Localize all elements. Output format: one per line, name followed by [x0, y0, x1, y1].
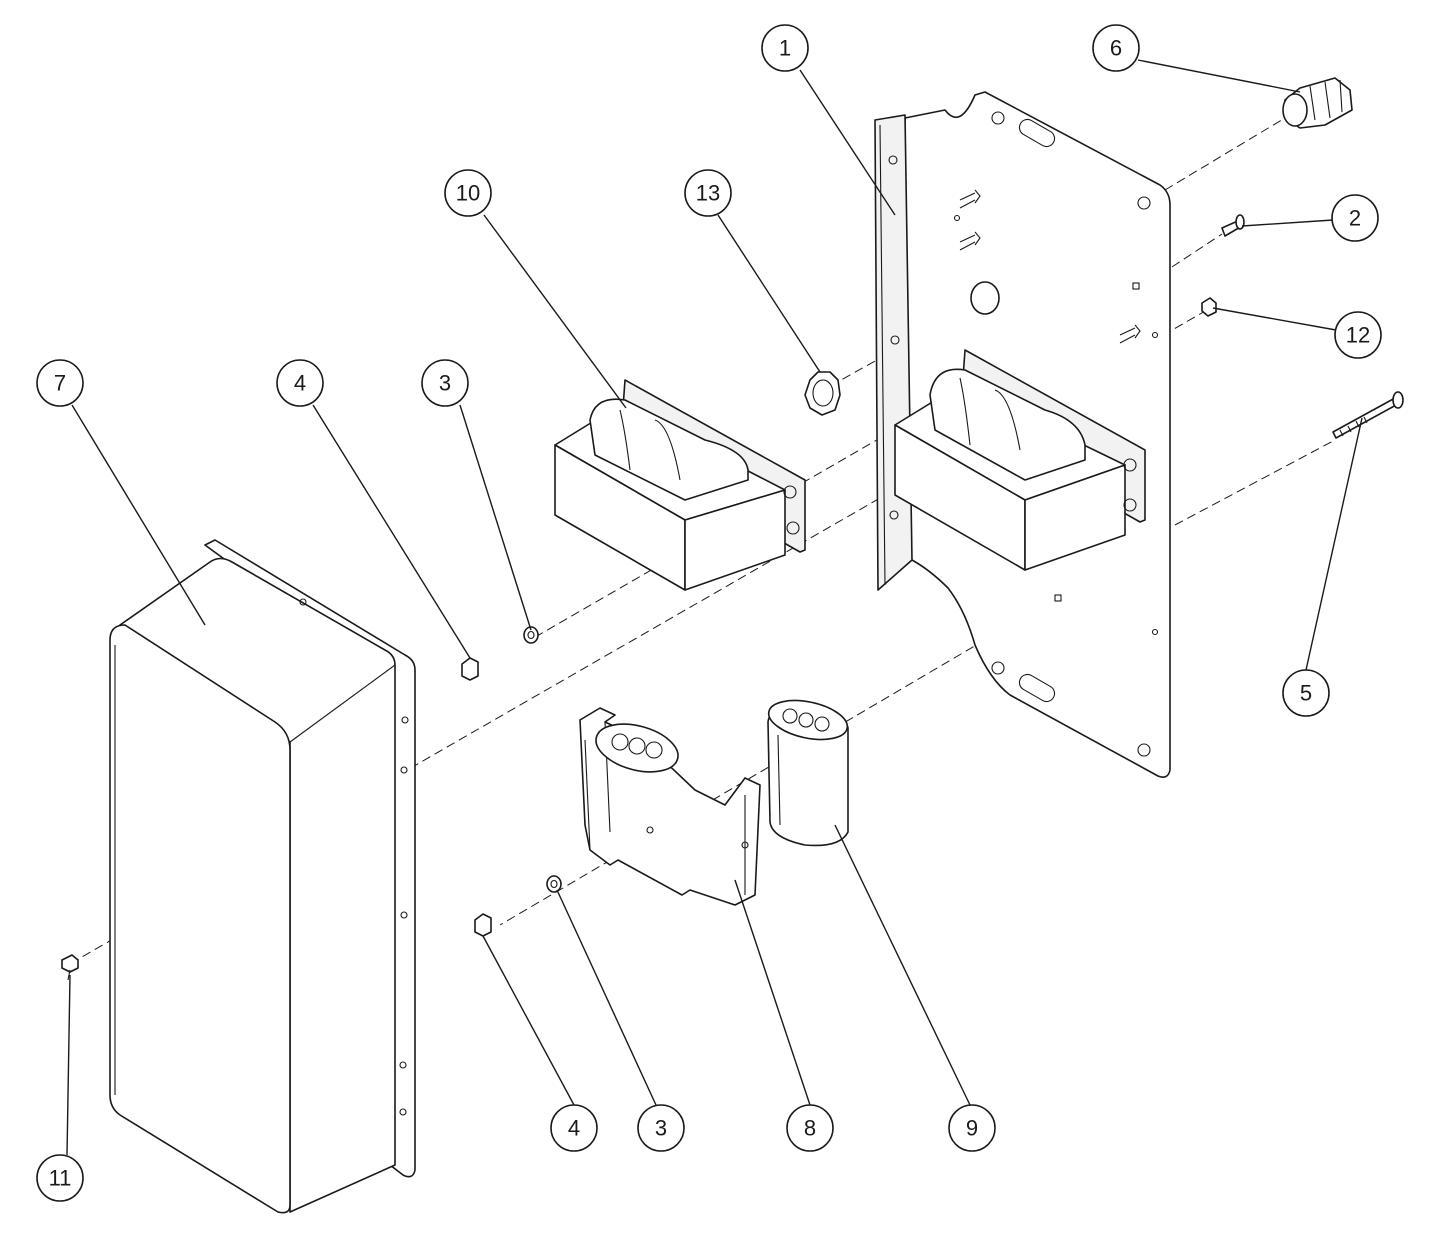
- mounted-ballast: [894, 349, 1146, 571]
- washer-lower: [546, 875, 562, 893]
- callout-4-upper-label: 4: [294, 371, 306, 396]
- callout-6: 6: [1092, 24, 1140, 72]
- callout-6-label: 6: [1110, 36, 1122, 61]
- callout-13-label: 13: [696, 181, 720, 206]
- callout-3-lower: 3: [637, 1104, 685, 1152]
- capacitor: [767, 699, 849, 847]
- cable-gland: [1282, 77, 1353, 129]
- callout-4-lower-label: 4: [568, 1116, 580, 1141]
- callout-13: 13: [684, 169, 732, 217]
- callout-2: 2: [1331, 194, 1379, 242]
- hardware: [61, 626, 562, 981]
- callout-4-lower: 4: [550, 1104, 598, 1152]
- callout-10: 10: [444, 169, 492, 217]
- callout-balloons: 1 2 3 3 4 4 5 6: [36, 24, 1382, 1202]
- callout-3-upper: 3: [421, 359, 469, 407]
- callout-7: 7: [36, 359, 84, 407]
- long-bolt: [1332, 391, 1404, 439]
- ground-screw: [61, 954, 79, 973]
- locknut: [804, 371, 841, 416]
- callout-1: 1: [761, 24, 809, 72]
- callout-2-label: 2: [1349, 206, 1361, 231]
- screw: [1221, 214, 1245, 237]
- enclosure-cover: [109, 539, 416, 1214]
- callout-5-label: 5: [1300, 681, 1312, 706]
- small-nut: [1201, 297, 1217, 317]
- callout-8-label: 8: [804, 1116, 816, 1141]
- washer-upper: [523, 626, 539, 644]
- callout-7-label: 7: [54, 371, 66, 396]
- callout-4-upper: 4: [276, 359, 324, 407]
- leader-lines: [66, 59, 1363, 1156]
- callout-12-label: 12: [1346, 323, 1370, 348]
- callout-1-label: 1: [779, 36, 791, 61]
- callout-9: 9: [948, 1104, 996, 1152]
- ballast: [554, 379, 806, 591]
- callout-3-upper-label: 3: [439, 371, 451, 396]
- callout-12: 12: [1334, 311, 1382, 359]
- callout-11-label: 11: [49, 1166, 72, 1191]
- hex-nut-lower: [474, 913, 492, 937]
- callout-10-label: 10: [456, 181, 480, 206]
- callout-5: 5: [1282, 669, 1330, 717]
- callout-8: 8: [786, 1104, 834, 1152]
- callout-3-lower-label: 3: [655, 1116, 667, 1141]
- hex-nut-upper: [461, 657, 479, 681]
- callout-9-label: 9: [966, 1116, 978, 1141]
- callout-11: 11: [36, 1154, 84, 1202]
- capacitor-bracket: [579, 707, 761, 906]
